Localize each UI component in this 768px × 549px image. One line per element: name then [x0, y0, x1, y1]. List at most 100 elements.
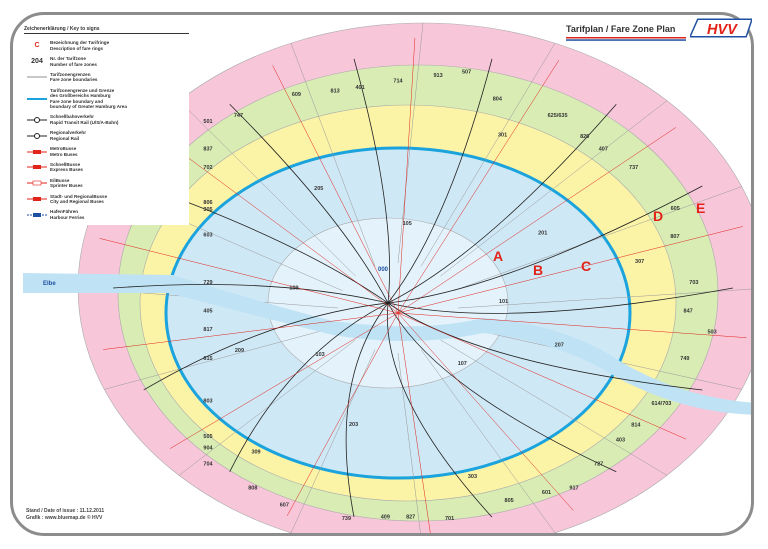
zone-boundary-line: [397, 352, 421, 533]
bus-line: [397, 312, 747, 338]
zone-number: 803: [203, 399, 212, 405]
center-zone-label: 000: [378, 267, 389, 273]
ring-letter-D: D: [653, 208, 663, 224]
rail-line: [387, 302, 703, 391]
zone-boundary-line: [420, 43, 556, 267]
rail-line: [229, 103, 389, 304]
zone-number: 203: [349, 422, 358, 428]
bus-line: [272, 65, 399, 314]
rail-line: [387, 104, 617, 304]
zone-number: 403: [616, 438, 625, 444]
zone-number: 827: [406, 514, 415, 520]
zone-boundary-line: [104, 324, 343, 390]
zone-boundary-line: [178, 100, 356, 277]
zone-number: 205: [314, 186, 323, 192]
zone-boundary-line: [453, 186, 742, 292]
zone-number: 305: [203, 207, 212, 213]
bus-line: [397, 38, 416, 314]
zone-number: 826: [580, 134, 589, 140]
zone-number: 301: [498, 132, 507, 138]
blue-line-symbol-icon: [24, 97, 50, 101]
zone-number: 904: [203, 445, 213, 451]
zone-number: 837: [203, 147, 212, 153]
greater-hamburg-boundary: [164, 146, 632, 480]
zone-number: 501: [203, 119, 212, 125]
zone-number: 739: [342, 516, 351, 522]
zone-number: 813: [331, 89, 340, 95]
footer: Stand / Date of issue : 11.12.2011 Grafi…: [26, 508, 104, 522]
ring-letter-E: E: [696, 200, 705, 216]
bus-line: [397, 60, 560, 314]
ferry-symbol-icon: [24, 212, 50, 218]
rapid-transit-symbol-icon: [24, 116, 50, 124]
city-bus-symbol-icon: [24, 196, 50, 202]
legend-title: Zeichenerklärung / Key to signs: [24, 26, 189, 35]
zone-number: 917: [569, 486, 578, 492]
zone-number: 913: [433, 73, 442, 79]
zone-number: 109: [289, 285, 298, 291]
zone-number: 309: [251, 450, 260, 456]
C-symbol-icon: C: [34, 42, 40, 50]
zone-number: 807: [670, 234, 679, 240]
ring-letter-C: C: [581, 258, 591, 274]
zone-number: 407: [599, 147, 608, 153]
zone-number: 505: [203, 434, 212, 440]
zone-number: 847: [684, 308, 693, 314]
rail-line: [387, 185, 703, 304]
zone-boundary-line: [420, 349, 556, 533]
zone-number: 747: [234, 113, 243, 119]
issue-date: Stand / Date of issue : 11.12.2011: [26, 508, 105, 514]
zone-number: 614/703: [651, 401, 671, 407]
bus-line: [397, 312, 574, 511]
204-symbol-icon: 204: [31, 57, 43, 65]
grey-line-symbol-icon: [24, 75, 50, 79]
zone-number: 601: [542, 490, 551, 496]
rail-line: [345, 302, 389, 518]
rail-line: [229, 302, 389, 472]
zone-number: 107: [458, 361, 467, 367]
rail-line: [386, 302, 493, 518]
bus-line: [397, 312, 431, 533]
zone-number: 603: [203, 233, 212, 239]
zone-number: 609: [292, 92, 301, 98]
rail-line: [387, 58, 493, 304]
zone-number: 405: [203, 308, 212, 314]
zone-number: 207: [555, 343, 564, 349]
bus-line: [397, 127, 677, 314]
zone-number: 607: [280, 503, 289, 509]
bus-line: [397, 226, 743, 314]
zone-number: 605: [671, 206, 680, 212]
zone-number: 806: [203, 200, 212, 206]
sprinter-bus-symbol-icon: [24, 180, 50, 186]
zone-number: 714: [393, 79, 403, 85]
hvv-logo: HVV: [690, 18, 752, 38]
zone-number: 804: [493, 96, 503, 102]
zone-number: 503: [707, 330, 716, 336]
zone-number: 625/635: [548, 113, 568, 119]
zone-number: 702: [203, 165, 212, 171]
bus-line: [169, 312, 399, 449]
zone-number: 817: [203, 327, 212, 333]
bus-line: [397, 312, 687, 440]
zone-number: 303: [468, 474, 477, 480]
title-underline: [566, 37, 686, 41]
zone-number: 703: [689, 280, 698, 286]
zone-number: 749: [680, 356, 689, 362]
